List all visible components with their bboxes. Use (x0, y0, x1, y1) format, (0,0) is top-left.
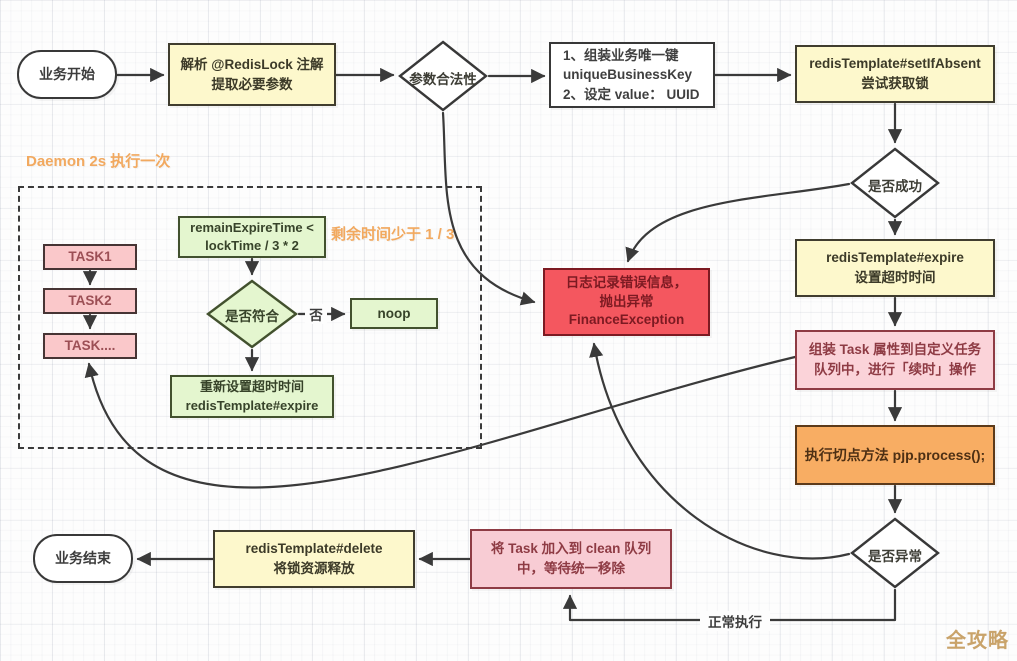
node-delete-lock: redisTemplate#delete 将锁资源释放 (213, 530, 415, 588)
node-expire-line2: 设置超时时间 (854, 270, 936, 285)
node-delete-line2: 将锁资源释放 (273, 561, 355, 576)
node-error-line3: FinanceException (568, 312, 685, 328)
node-success-check: 是否成功 (850, 147, 940, 219)
node-expire: redisTemplate#expire 设置超时时间 (795, 239, 995, 297)
node-param-check: 参数合法性 (398, 40, 488, 112)
node-assemble-key: 1、组装业务唯一键 uniqueBusinessKey 2、设定 value： … (549, 42, 715, 108)
node-set-if-absent: redisTemplate#setIfAbsent 尝试获取锁 (795, 45, 995, 103)
node-param-check-label: 参数合法性 (409, 72, 477, 87)
node-error-line1: 日志记录错误信息， (565, 274, 688, 290)
node-clean-queue: 将 Task 加入到 clean 队列 中，等待统一移除 (470, 529, 672, 589)
node-assemble-line2: uniqueBusinessKey (563, 67, 693, 83)
node-task2: TASK2 (43, 288, 137, 314)
edge-label-no: 否 (305, 304, 327, 324)
node-remain-expire: remainExpireTime < lockTime / 3 * 2 (178, 216, 326, 258)
node-noop: noop (350, 298, 438, 329)
node-exception-check: 是否异常 (850, 517, 940, 589)
node-reset-expire: 重新设置超时时间 redisTemplate#expire (170, 375, 334, 418)
node-delete-line1: redisTemplate#delete (245, 541, 383, 557)
node-match-check: 是否符合 (206, 279, 298, 349)
node-assemble-line1: 1、组装业务唯一键 (563, 47, 679, 63)
node-start: 业务开始 (17, 50, 117, 99)
node-setifabsent-line1: redisTemplate#setIfAbsent (809, 56, 981, 72)
node-expire-line1: redisTemplate#expire (826, 250, 964, 266)
node-pjp-label: 执行切点方法 pjp.process(); (804, 446, 986, 463)
node-parse-annotation: 解析 @RedisLock 注解 提取必要参数 (168, 43, 336, 106)
node-pjp-process: 执行切点方法 pjp.process(); (795, 425, 995, 485)
node-end: 业务结束 (33, 534, 133, 583)
node-start-label: 业务开始 (39, 66, 95, 83)
node-resetexpire-line2: redisTemplate#expire (185, 397, 319, 413)
node-remain-line1: remainExpireTime < (190, 220, 314, 236)
match-check-diamond-shape (206, 279, 298, 349)
node-task-queue: 组装 Task 属性到自定义任务 队列中，进行「续时」操作 (795, 330, 995, 390)
node-task-more: TASK.... (43, 333, 137, 359)
node-cleanqueue-line1: 将 Task 加入到 clean 队列 (490, 541, 652, 557)
node-remain-line2: lockTime / 3 * 2 (205, 238, 299, 253)
node-cleanqueue-line2: 中，等待统一移除 (517, 561, 625, 576)
node-taskmore-label: TASK.... (64, 338, 116, 354)
param-check-diamond-shape (398, 40, 488, 112)
edge-label-normal-exec: 正常执行 (700, 611, 770, 631)
node-success-check-label: 是否成功 (868, 179, 922, 194)
node-parse-line2: 提取必要参数 (211, 76, 293, 92)
node-end-label: 业务结束 (55, 550, 111, 567)
success-check-diamond-shape (850, 147, 940, 219)
node-assemble-line3: 2、设定 value： UUID (563, 86, 700, 102)
node-task1-label: TASK1 (68, 249, 112, 265)
node-match-check-label: 是否符合 (225, 309, 279, 324)
node-resetexpire-line1: 重新设置超时时间 (199, 379, 304, 395)
node-taskqueue-line2: 队列中，进行「续时」操作 (814, 362, 976, 377)
node-task1: TASK1 (43, 244, 137, 270)
exception-check-diamond-shape (850, 517, 940, 589)
node-error-line2: 抛出异常 (599, 293, 654, 309)
watermark: 全攻略 (946, 630, 1009, 652)
remain-hint-label: 剩余时间少于 1 / 3 (331, 226, 455, 243)
node-setifabsent-line2: 尝试获取锁 (861, 76, 929, 91)
daemon-label: Daemon 2s 执行一次 (26, 153, 171, 170)
node-task2-label: TASK2 (68, 293, 112, 309)
node-error-exception: 日志记录错误信息， 抛出异常 FinanceException (543, 268, 710, 336)
node-parse-line1: 解析 @RedisLock 注解 (180, 56, 324, 72)
node-noop-label: noop (377, 305, 411, 321)
node-taskqueue-line1: 组装 Task 属性到自定义任务 (808, 342, 982, 358)
node-exception-check-label: 是否异常 (868, 549, 922, 564)
